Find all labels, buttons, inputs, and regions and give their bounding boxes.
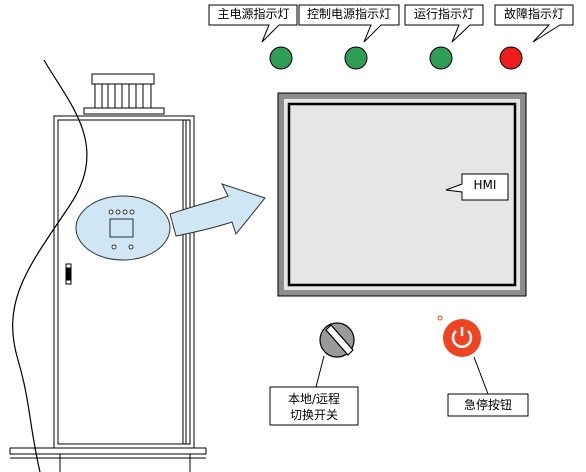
cutaway-curve	[12, 59, 88, 472]
selector-switch-label: 本地/远程 切换开关	[272, 391, 356, 423]
main-power-lamp	[269, 46, 293, 70]
hmi-callout-box	[445, 173, 509, 201]
cabinet-fan-icon	[83, 73, 165, 115]
fault-lamp-label: 故障指示灯	[503, 7, 564, 21]
run-lamp	[429, 46, 453, 70]
main-power-lamp-label: 主电源指示灯	[217, 7, 290, 21]
control-power-lamp	[344, 46, 368, 70]
selector-switch-label-line1: 本地/远程	[287, 392, 341, 406]
selector-switch-label-line2: 切换开关	[289, 408, 338, 422]
fault-lamp	[499, 46, 523, 70]
door-panel-oval	[75, 195, 171, 261]
selector-switch-icon	[319, 322, 355, 358]
control-power-lamp-label: 控制电源指示灯	[306, 7, 391, 21]
indicator-callouts	[208, 4, 574, 43]
emergency-stop-label: 急停按钮	[463, 398, 512, 412]
hmi-label: HMI	[473, 178, 497, 192]
electrical-cabinet	[9, 73, 207, 472]
selector-switch-callout-box	[269, 386, 359, 426]
emergency-stop-callout-box	[447, 393, 529, 417]
emergency-stop-icon	[437, 315, 481, 357]
run-lamp-label: 运行指示灯	[413, 7, 474, 21]
zoom-arrow-icon	[169, 183, 266, 237]
